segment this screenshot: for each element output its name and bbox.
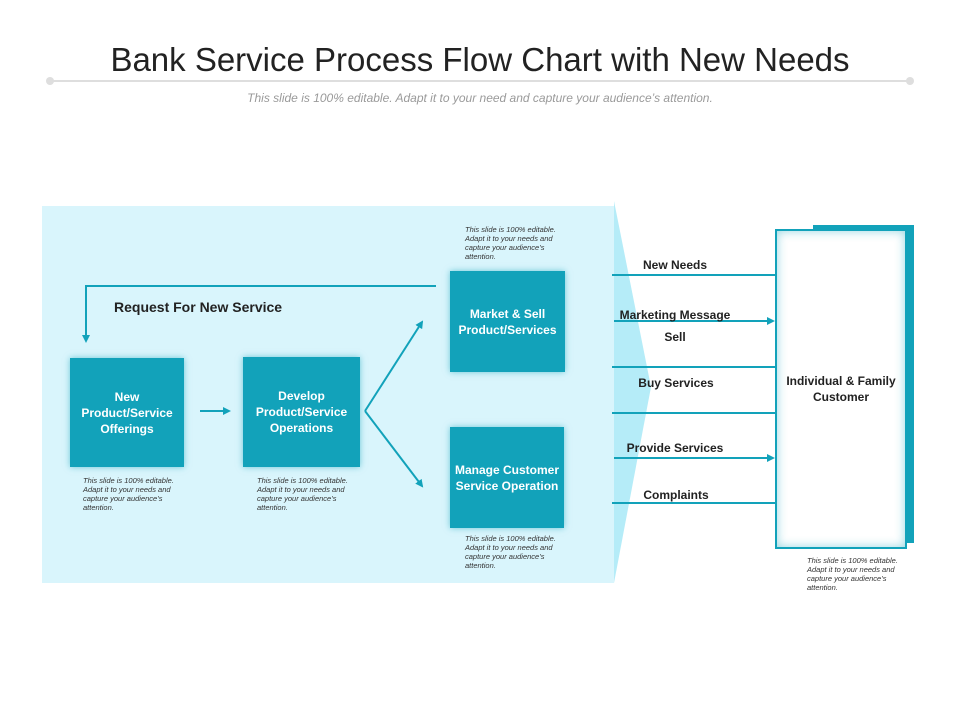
customer-label: Individual & Family Customer	[786, 374, 896, 404]
page-title: Bank Service Process Flow Chart with New…	[110, 41, 850, 78]
develop-to-market-arrow	[364, 320, 424, 412]
box-new-offerings: New Product/Service Offerings	[70, 358, 184, 467]
label-buy-services: Buy Services	[638, 376, 714, 390]
funnel-wedge	[614, 201, 651, 583]
label-marketing-message: Marketing Message	[619, 308, 731, 322]
title-divider-dot-right	[906, 77, 914, 85]
label-sell: Sell	[664, 330, 686, 344]
title-divider	[50, 80, 910, 82]
label-complaints: Complaints	[643, 488, 709, 502]
label-new-needs: New Needs	[642, 258, 708, 272]
page-subtitle: This slide is 100% editable. Adapt it to…	[247, 91, 713, 105]
note-manage-customer: This slide is 100% editable. Adapt it to…	[465, 534, 556, 570]
label-provide-services: Provide Services	[626, 441, 724, 455]
develop-to-manage-arrow	[364, 410, 424, 488]
note-new-offerings: This slide is 100% editable. Adapt it to…	[83, 476, 174, 512]
box-develop-operations: Develop Product/Service Operations	[243, 357, 360, 467]
customer-box: Individual & Family Customer	[775, 229, 907, 549]
box-market-sell: Market & Sell Product/Services	[450, 271, 565, 372]
note-customer: This slide is 100% editable. Adapt it to…	[807, 556, 898, 592]
note-market-sell: This slide is 100% editable. Adapt it to…	[465, 225, 556, 261]
note-develop: This slide is 100% editable. Adapt it to…	[257, 476, 348, 512]
box-manage-customer: Manage Customer Service Operation	[450, 427, 564, 528]
request-label: Request For New Service	[114, 299, 283, 315]
request-arrow	[82, 285, 436, 343]
title-divider-dot-left	[46, 77, 54, 85]
